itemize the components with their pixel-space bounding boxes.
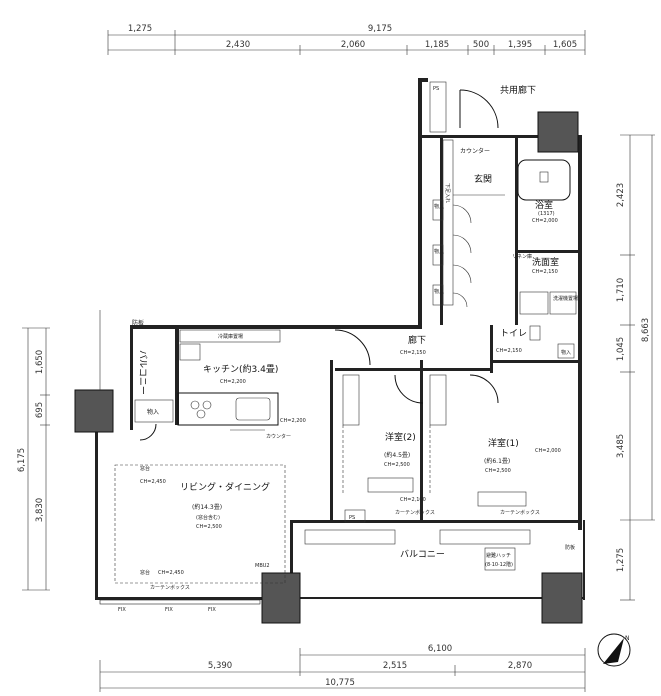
- dim-bottom-seg-3: 2,870: [508, 661, 532, 671]
- label-youshitsu1: 洋室(1): [488, 437, 519, 449]
- entry-area: PS 共用廊下 下足入れ カウンター 玄関 物入 物入 物入 浴室 (1317)…: [334, 81, 578, 366]
- dim-top-left: 1,275: [128, 24, 152, 34]
- label-counter-top: カウンター: [460, 147, 490, 155]
- label-yokushitsu: 浴室: [535, 199, 553, 211]
- dim-right-total: 8,663: [641, 318, 651, 342]
- top-dimensions: 1,275 9,175 2,430 2,060 1,185 500 1,395 …: [107, 24, 586, 55]
- label-linen: リネン庫: [512, 253, 532, 260]
- dim-right-seg-4: 3,485: [616, 434, 626, 458]
- label-kitchen: キッチン(約3.4畳): [203, 363, 278, 375]
- label-curtain-box-ldk: カーテンボックス: [150, 584, 190, 591]
- svg-text:物入: 物入: [561, 349, 571, 356]
- label-curtain-box-1: カーテンボックス: [395, 509, 435, 516]
- svg-text:PS: PS: [433, 86, 439, 92]
- column-top-right: [537, 111, 579, 153]
- svg-text:カウンター: カウンター: [266, 433, 291, 440]
- kitchen-area: 冷蔵庫置場 キッチン(約3.4畳) CH=2,200 CH=2,200 カウンタ…: [134, 329, 306, 441]
- column-left: [74, 389, 114, 433]
- columns: [74, 111, 583, 624]
- label-senmenshitsu: 洗面室: [532, 256, 559, 268]
- svg-text:(窓台含む): (窓台含む): [196, 514, 220, 521]
- left-dimensions: 1,650 695 3,830 6,175: [17, 327, 50, 591]
- label-madodai: 窓台: [140, 465, 150, 472]
- label-sennou: 洗濯機置場: [553, 295, 578, 302]
- label-fix-1: FIX: [118, 607, 126, 613]
- dim-bottom-mid: 6,100: [428, 644, 452, 654]
- dim-left-seg-1: 1,650: [35, 350, 45, 374]
- svg-text:CH=2,150: CH=2,150: [400, 350, 426, 356]
- dim-top-seg-2: 2,060: [341, 40, 365, 50]
- bottom-dimensions: 6,100 5,390 2,515 2,870 10,775: [99, 644, 586, 692]
- label-genkan: 玄関: [474, 173, 492, 185]
- dim-left-seg-3: 3,830: [35, 498, 45, 522]
- dim-right-seg-2: 1,710: [616, 278, 626, 302]
- label-toilet: トイレ: [500, 329, 527, 339]
- label-shoe-box: 下足入れ: [444, 183, 450, 203]
- svg-text:PS: PS: [349, 515, 355, 521]
- svg-text:窓台: 窓台: [140, 569, 150, 576]
- ldk-area: 窓台 CH=2,450 リビング・ダイニング (約14.3畳) (窓台含む) C…: [99, 464, 286, 613]
- label-curtain-box-2: カーテンボックス: [500, 509, 540, 516]
- label-balcony-left: バルコニー: [137, 350, 148, 395]
- svg-text:(約14.3畳): (約14.3畳): [192, 503, 222, 511]
- svg-text:CH=2,000: CH=2,000: [532, 218, 558, 224]
- svg-text:CH=2,450: CH=2,450: [140, 479, 166, 485]
- svg-text:(約4.5畳): (約4.5畳): [384, 451, 410, 459]
- svg-text:物入: 物入: [147, 408, 159, 416]
- column-bottom-right: [541, 572, 583, 624]
- dim-top-seg-5: 1,395: [508, 40, 532, 50]
- dim-bottom-seg-1: 5,390: [208, 661, 232, 671]
- svg-text:CH=2,150: CH=2,150: [496, 348, 522, 354]
- svg-text:CH=2,500: CH=2,500: [384, 462, 410, 468]
- left-balcony: 防板 バルコニー: [99, 310, 148, 395]
- label-monoire-3: 物入: [434, 288, 444, 295]
- svg-text:CH=2,500: CH=2,500: [196, 524, 222, 530]
- bottom-balcony: PS カーテンボックス カーテンボックス バルコニー 避難ハッチ (8·10·1…: [304, 509, 575, 571]
- svg-text:CH=2,100: CH=2,100: [400, 497, 426, 503]
- label-balcony: バルコニー: [400, 549, 445, 560]
- label-monoire-2: 物入: [434, 248, 444, 255]
- label-fix-2: FIX: [165, 607, 173, 613]
- label-mbu: MBU2: [255, 563, 270, 569]
- dim-left-seg-2: 695: [35, 402, 45, 418]
- dim-bottom-seg-2: 2,515: [383, 661, 407, 671]
- svg-text:(8·10·12階): (8·10·12階): [485, 561, 513, 568]
- bedrooms: 洋室(2) (約4.5畳) CH=2,500 CH=2,100 洋室(1) (約…: [342, 374, 561, 507]
- column-bottom-left: [261, 572, 301, 624]
- svg-text:(約6.1畳): (約6.1畳): [484, 457, 510, 465]
- label-ldk: リビング・ダイニング: [180, 481, 270, 493]
- dim-right-seg-3: 1,045: [616, 337, 626, 361]
- label-bouban-left: 防板: [132, 319, 144, 327]
- dim-right-seg-1: 2,423: [616, 183, 626, 207]
- svg-text:CH=2,150: CH=2,150: [532, 269, 558, 275]
- dim-top-total: 9,175: [368, 24, 392, 34]
- dim-left-total: 6,175: [17, 448, 27, 472]
- right-dimensions: 2,423 1,710 1,045 3,485 1,275 8,663: [616, 134, 655, 601]
- svg-text:CH=2,500: CH=2,500: [485, 468, 511, 474]
- label-fix-3: FIX: [208, 607, 216, 613]
- dim-right-seg-5: 1,275: [616, 548, 626, 572]
- svg-text:冷蔵庫置場: 冷蔵庫置場: [218, 333, 243, 340]
- dim-top-seg-6: 1,605: [553, 40, 577, 50]
- label-hinan: 避難ハッチ: [486, 552, 511, 559]
- label-youshitsu2: 洋室(2): [385, 431, 416, 443]
- label-kyoyo-rouka: 共用廊下: [500, 84, 536, 96]
- compass-label: N: [625, 635, 630, 642]
- svg-text:CH=2,200: CH=2,200: [280, 418, 306, 424]
- walls: [95, 78, 585, 600]
- svg-text:CH=2,200: CH=2,200: [220, 379, 246, 385]
- svg-text:CH=2,000: CH=2,000: [535, 448, 561, 454]
- label-bouban-right: 防板: [565, 544, 575, 551]
- svg-text:CH=2,450: CH=2,450: [158, 570, 184, 576]
- label-monoire-1: 物入: [434, 203, 444, 210]
- dim-bottom-total: 10,775: [325, 678, 355, 688]
- dim-top-seg-4: 500: [473, 40, 489, 50]
- label-rouka: 廊下: [408, 334, 426, 346]
- svg-text:(1317): (1317): [538, 211, 555, 217]
- compass-icon: N: [597, 633, 631, 667]
- dim-top-seg-1: 2,430: [226, 40, 250, 50]
- dim-top-seg-3: 1,185: [425, 40, 449, 50]
